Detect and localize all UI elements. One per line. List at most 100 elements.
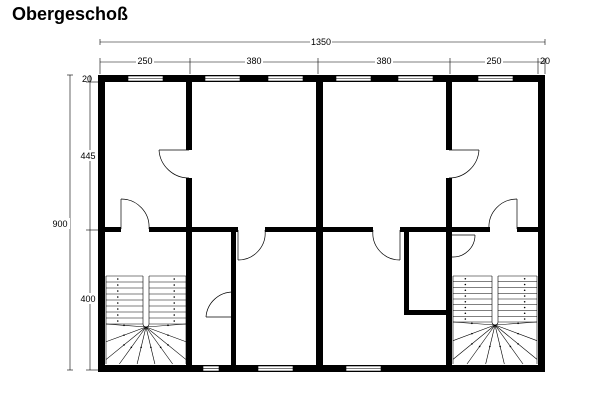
step-marker — [173, 290, 176, 292]
door — [158, 149, 190, 179]
stair-winder — [145, 326, 187, 343]
window — [345, 365, 382, 372]
interior-wall — [446, 178, 452, 366]
stair-winder — [494, 324, 538, 341]
interior-wall — [231, 230, 236, 365]
interior-wall — [404, 310, 446, 315]
step-marker — [116, 314, 119, 316]
segment-label-2: 380 — [246, 56, 261, 66]
step-marker — [116, 320, 119, 322]
door — [205, 291, 234, 318]
step-marker — [173, 278, 176, 280]
step-marker — [116, 296, 119, 298]
step-marker — [471, 343, 473, 345]
staircase-left — [105, 275, 187, 365]
segment-label-1: 250 — [137, 56, 152, 66]
stair-winder — [452, 321, 496, 326]
stair-winder — [452, 324, 496, 360]
step-marker — [116, 278, 119, 280]
step-marker — [123, 334, 125, 336]
windows — [127, 75, 514, 372]
stair-winder — [494, 324, 538, 360]
step-marker — [140, 346, 142, 349]
step-marker — [517, 343, 519, 345]
total-height-label: 900 — [52, 219, 67, 229]
step-marker — [523, 300, 526, 303]
dimension-lines — [67, 39, 546, 371]
staircase-right — [452, 275, 538, 365]
dimension-labels: 1350 250 380 380 250 20 20 900 445 400 — [50, 36, 550, 304]
step-marker — [130, 346, 133, 349]
door — [120, 198, 150, 230]
segment-label-4: 250 — [486, 56, 501, 66]
segment-label-3: 380 — [376, 56, 391, 66]
step-marker — [523, 312, 526, 315]
window — [127, 75, 164, 82]
stair-winder — [105, 323, 147, 328]
window — [335, 75, 372, 82]
stair-winder — [466, 324, 496, 365]
interior-wall — [186, 178, 192, 366]
step-marker — [464, 283, 467, 286]
step-marker — [509, 345, 512, 348]
step-marker — [517, 332, 519, 335]
step-marker — [523, 283, 526, 286]
interior-wall — [400, 227, 490, 232]
step-marker — [489, 345, 491, 348]
interior-wall — [446, 82, 452, 150]
exterior-wall-right — [538, 75, 545, 372]
step-marker — [150, 346, 152, 349]
step-marker — [123, 344, 125, 346]
stair-winder — [494, 324, 505, 365]
window — [267, 75, 304, 82]
door — [451, 234, 476, 258]
interior-wall — [404, 230, 409, 315]
stair-winder — [145, 326, 187, 360]
stair-winder — [136, 326, 147, 365]
stair-winder — [105, 326, 147, 360]
interior-wall — [186, 82, 192, 150]
wall-top-left-label: 20 — [82, 74, 92, 84]
stair-winder — [119, 326, 147, 365]
step-marker — [159, 346, 162, 349]
step-marker — [523, 295, 526, 297]
interior-wall — [105, 227, 121, 232]
doors — [120, 149, 518, 318]
window — [202, 365, 220, 372]
step-marker — [471, 322, 473, 325]
upper-height-label: 445 — [80, 151, 95, 161]
total-width-label: 1350 — [311, 37, 331, 47]
step-marker — [478, 345, 481, 348]
door — [237, 229, 266, 261]
step-marker — [464, 306, 467, 309]
interior-wall — [149, 227, 238, 232]
walls — [98, 75, 545, 372]
stair-winder — [145, 326, 156, 365]
step-marker — [523, 306, 526, 309]
step-marker — [464, 300, 467, 303]
exterior-wall-top — [98, 75, 545, 82]
step-marker — [116, 302, 119, 304]
wall-top-right-label: 20 — [540, 56, 550, 66]
step-marker — [167, 344, 169, 346]
step-marker — [464, 289, 467, 292]
step-marker — [116, 290, 119, 292]
door — [488, 198, 518, 230]
step-marker — [167, 324, 169, 327]
step-marker — [523, 277, 526, 280]
stair-winder — [145, 326, 173, 365]
lower-height-label: 400 — [80, 294, 95, 304]
step-marker — [173, 314, 176, 316]
stair-winder — [485, 324, 496, 365]
step-marker — [471, 332, 473, 335]
step-marker — [499, 345, 501, 348]
step-marker — [173, 302, 176, 304]
interior-wall — [517, 227, 538, 232]
step-marker — [167, 334, 169, 336]
door — [372, 229, 401, 261]
stair-winder — [145, 323, 187, 328]
plan-title: Obergeschoß — [12, 4, 129, 24]
exterior-wall-left — [98, 75, 105, 372]
interior-wall — [265, 227, 373, 232]
